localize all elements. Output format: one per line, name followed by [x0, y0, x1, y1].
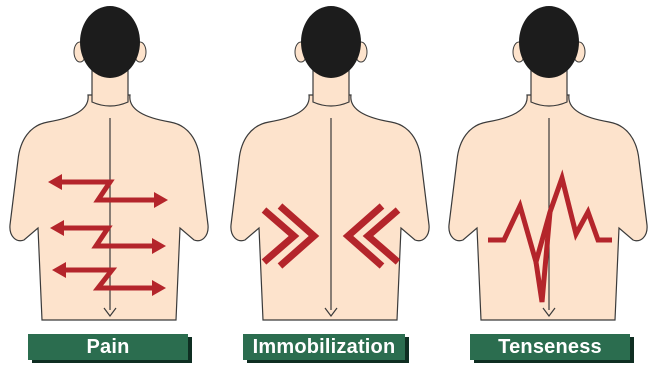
figure-tenseness: Tenseness [436, 0, 652, 365]
head-hair [301, 6, 361, 78]
back-figure-tenseness [436, 0, 652, 365]
back-figure-pain [0, 0, 220, 365]
head-hair [519, 6, 579, 78]
figure-immobilization: Immobilization [216, 0, 436, 365]
back-figure-immobilization [216, 0, 436, 365]
head-hair [80, 6, 140, 78]
label-immobilization: Immobilization [243, 334, 405, 360]
label-pain: Pain [28, 334, 188, 360]
figure-pain: Pain [0, 0, 220, 365]
torso [449, 95, 647, 320]
torso [231, 95, 429, 320]
label-tenseness: Tenseness [470, 334, 630, 360]
